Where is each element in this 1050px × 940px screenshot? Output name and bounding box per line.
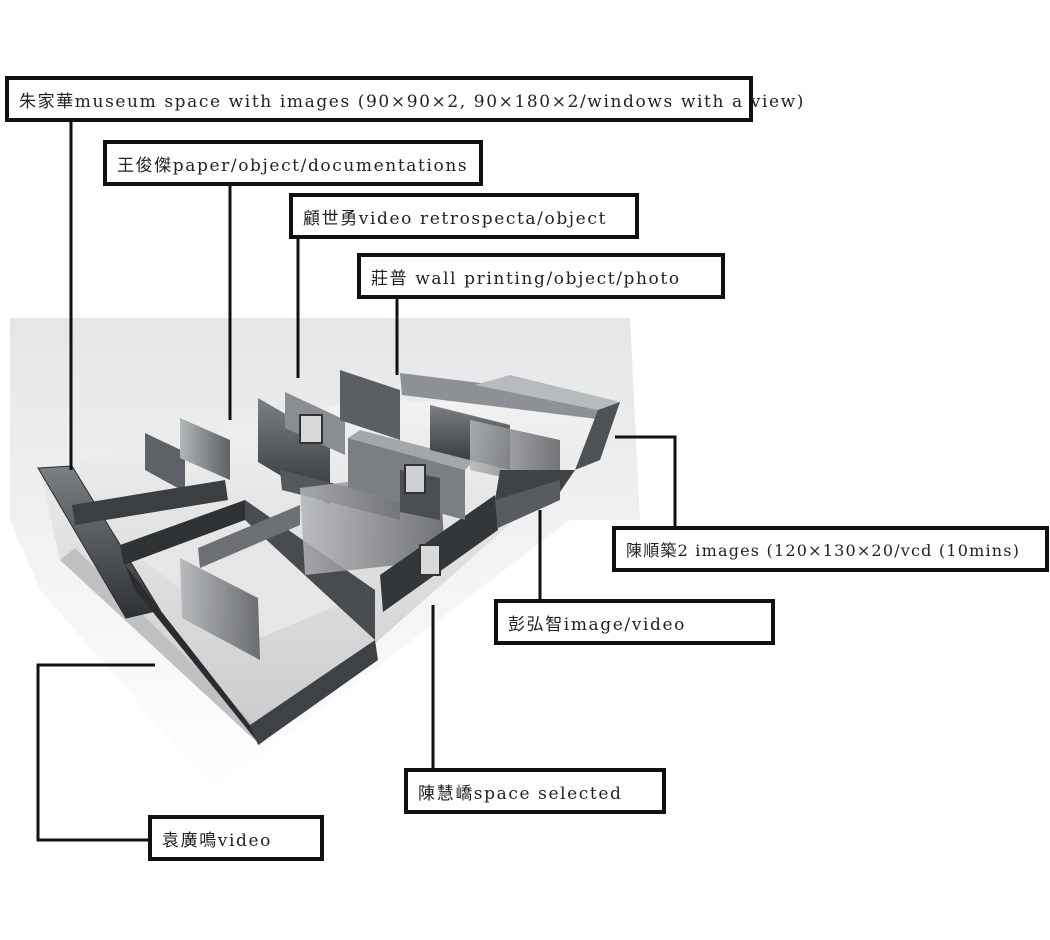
window-frame-1 bbox=[299, 414, 323, 444]
room-front-wall-front bbox=[125, 565, 260, 745]
label-chen-hui-text: 陳慧嶠space selected bbox=[418, 783, 623, 804]
leader-lines bbox=[36, 120, 677, 842]
window-frame-2 bbox=[419, 544, 441, 576]
leader-line-yuan bbox=[36, 663, 155, 842]
label-zhu-text: 朱家華museum space with images (90×90×2, 90… bbox=[19, 91, 806, 112]
floor-shadow bbox=[60, 548, 260, 745]
wall-left-room-front bbox=[72, 480, 228, 525]
room-front-inner-wall bbox=[198, 505, 300, 568]
leader-line-chen-shun bbox=[615, 435, 677, 526]
room-right-end-side bbox=[575, 402, 620, 470]
label-yuan: 袁廣鳴video bbox=[148, 815, 324, 861]
wall-left-room-back bbox=[145, 433, 185, 492]
label-chen-shun-text: 陳順築2 images (120×130×20/vcd (10mins) bbox=[626, 541, 1021, 560]
label-gu: 顧世勇video retrospecta/object bbox=[289, 193, 639, 239]
label-chen-hui: 陳慧嶠space selected bbox=[404, 768, 666, 814]
label-chen-shun: 陳順築2 images (120×130×20/vcd (10mins) bbox=[612, 526, 1049, 572]
label-zhuang: 莊普 wall printing/object/photo bbox=[357, 253, 725, 299]
room-front-wall-back bbox=[120, 500, 245, 565]
room-center-cube-side bbox=[348, 430, 475, 470]
label-peng: 彭弘智image/video bbox=[494, 599, 775, 645]
label-peng-text: 彭弘智image/video bbox=[508, 614, 686, 635]
wall-right-top-back bbox=[340, 370, 400, 440]
room-front-partition bbox=[180, 558, 260, 660]
label-zhu: 朱家華museum space with images (90×90×2, 90… bbox=[5, 76, 803, 122]
label-gu-text: 顧世勇video retrospecta/object bbox=[303, 208, 607, 229]
wall-right-lower bbox=[495, 480, 560, 528]
room-right-end-back bbox=[475, 375, 620, 410]
label-zhuang-text: 莊普 wall printing/object/photo bbox=[371, 268, 681, 289]
wall-left-room-side bbox=[180, 418, 230, 480]
room-front-wall-front2 bbox=[250, 640, 378, 745]
wall-left-outer bbox=[38, 466, 160, 618]
window-frame-3 bbox=[404, 464, 426, 494]
label-wang-text: 王俊傑paper/object/documentations bbox=[117, 155, 469, 176]
label-yuan-text: 袁廣鳴video bbox=[162, 830, 273, 851]
label-wang: 王俊傑paper/object/documentations bbox=[103, 140, 483, 186]
wall-right-top-long bbox=[400, 373, 605, 420]
